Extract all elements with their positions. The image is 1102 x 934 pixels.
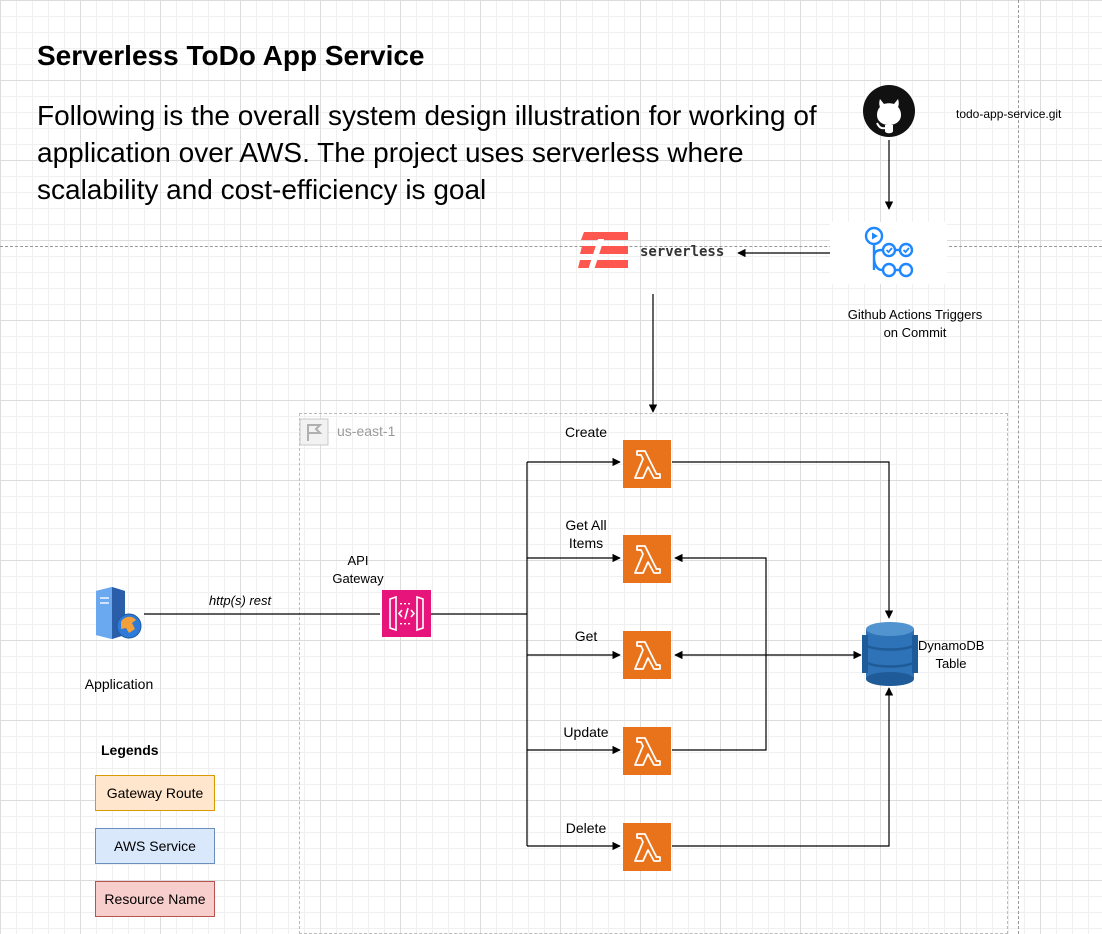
route-label-create: Create [564,424,608,440]
dynamodb-icon [862,622,918,686]
lambda-icon [634,737,661,766]
dynamo-to-getall-arrow [672,553,767,751]
github-icon [863,85,915,137]
lambda-delete [623,823,671,871]
api-gateway-label-line2: Gateway [332,571,384,586]
legend-resource-name: Resource Name [95,881,215,917]
dynamodb-label: DynamoDB Table [918,638,984,671]
http-rest-label: http(s) rest [208,593,272,608]
legend-gateway-route: Gateway Route [95,775,215,811]
api-gateway-icon [382,590,431,637]
repo-label: todo-app-service.git [956,107,1062,121]
page-title: Serverless ToDo App Service [37,40,425,71]
serverless-label: serverless [640,244,725,260]
lambda-update [623,727,671,775]
region-label: us-east-1 [337,423,396,439]
github-actions-icon [864,226,914,278]
api-gateway-label-line1: API [347,553,369,568]
lambda-icon [634,641,661,670]
section-divider-vertical [1018,0,1019,934]
github-actions-label-line2: on Commit [883,325,947,340]
section-divider-horizontal [0,246,1102,247]
github-actions-label-line1: Github Actions Triggers [847,307,983,322]
create-to-dynamo-arrow [672,461,894,619]
region-flag-icon [299,418,329,446]
route-label-update: Update [563,724,609,740]
lambda-icon [634,545,661,574]
lambda-icon [634,450,661,479]
route-label-delete: Delete [565,820,607,836]
legends-title: Legends [101,742,159,758]
serverless-logo-icon [578,232,628,270]
dynamodb-label-line2: Table [935,656,967,671]
lambda-create [623,440,671,488]
lambda-icon [634,833,661,862]
route-label-get: Get [574,628,598,644]
github-actions-node [830,222,947,284]
lambda-getall [623,535,671,583]
delete-to-dynamo-arrow [672,687,894,847]
legend-aws-service: AWS Service [95,828,215,864]
application-server-icon [96,587,142,639]
route-label-getall-line1: Get All [565,517,607,533]
api-gateway-label: API Gateway [318,553,398,586]
route-label-getall-line2: Items [568,535,604,551]
github-actions-label: Github Actions Triggers on Commit [838,307,992,340]
application-label: Application [84,676,154,692]
route-label-getall: Get All Items [550,517,622,551]
page-description: Following is the overall system design i… [37,100,817,205]
dynamodb-label-line1: DynamoDB [918,638,985,653]
lambda-get [623,631,671,679]
